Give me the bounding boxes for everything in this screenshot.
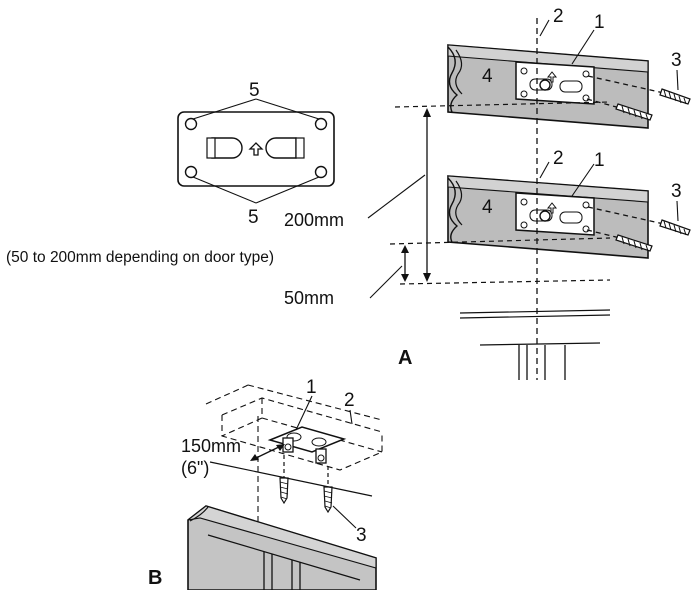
- dimension-note: (50 to 200mm depending on door type): [6, 249, 274, 266]
- center-line: 2 2 1 1: [536, 6, 605, 380]
- plate-hole: [314, 165, 328, 179]
- panel-b-screw-callout: 3: [356, 525, 367, 546]
- upper-bracket-callout: 1: [594, 12, 605, 33]
- lower-bracket-plate: [515, 192, 595, 236]
- lower-centerline-callout: 2: [553, 148, 564, 169]
- panel-b-label: B: [148, 567, 162, 589]
- holes-top-callout: 5: [249, 80, 260, 101]
- plate-hole: [184, 117, 198, 131]
- upper-bracket-plate: [515, 61, 595, 105]
- plate-hole: [314, 117, 328, 131]
- dimensions: 200mm (50 to 200mm depending on door typ…: [6, 101, 611, 308]
- panel-a-label: A: [398, 347, 412, 369]
- dimension-200mm: 200mm: [284, 210, 344, 230]
- dimension-150mm: 150mm: [181, 436, 241, 456]
- up-arrow-icon: [248, 142, 264, 156]
- upper-rail-callout: 4: [482, 66, 493, 87]
- screw-icon: [615, 103, 653, 121]
- upper-centerline-callout: 2: [553, 6, 564, 27]
- ceiling-outline: [205, 384, 383, 471]
- upper-rail: 4: [447, 44, 649, 129]
- mounting-plate-detail: 5 5: [177, 80, 335, 228]
- panel-b-bracket-callout: 1: [306, 377, 317, 398]
- upper-screw-callout: 3: [671, 50, 682, 71]
- plate-hole: [184, 165, 198, 179]
- panel-b-dimension: 150mm (6"): [181, 436, 285, 478]
- panel-b-callouts: 1 2 3: [295, 377, 367, 546]
- plate-slot: [265, 137, 297, 159]
- door-frame-a: [459, 309, 611, 380]
- dimension-6in: (6"): [181, 458, 209, 478]
- up-arrow-icon: [546, 202, 558, 214]
- lower-rail: 4: [447, 175, 649, 259]
- lower-bracket-callout: 1: [594, 150, 605, 171]
- panel-b-bracket: [267, 426, 347, 464]
- dimension-50mm: 50mm: [284, 288, 334, 308]
- lower-rail-callout: 4: [482, 197, 493, 218]
- panel-b-centerline-callout: 2: [344, 390, 355, 411]
- plate-slot: [211, 137, 243, 159]
- up-arrow-icon: [546, 71, 558, 83]
- panel-b-screws: [279, 455, 357, 529]
- screw-icon: [615, 234, 653, 252]
- lower-screws: 3: [586, 181, 691, 252]
- holes-bottom-callout: 5: [248, 207, 259, 228]
- door-frame-b: [187, 416, 377, 591]
- lower-screw-callout: 3: [671, 181, 682, 202]
- upper-screws: 3: [586, 50, 691, 121]
